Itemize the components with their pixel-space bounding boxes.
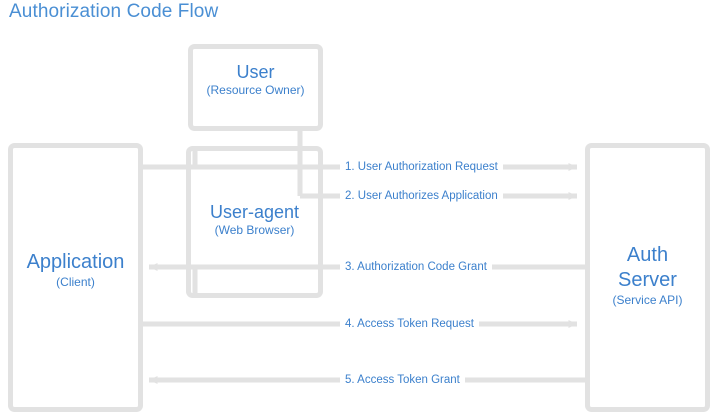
node-box-user-agent[interactable] bbox=[186, 146, 323, 298]
page-title: Authorization Code Flow bbox=[9, 1, 219, 22]
edge-label-3: 3. Authorization Code Grant bbox=[340, 260, 492, 274]
node-box-application[interactable] bbox=[8, 143, 143, 412]
edge-label-5: 5. Access Token Grant bbox=[340, 373, 465, 387]
node-box-auth-server[interactable] bbox=[585, 143, 710, 412]
node-box-user[interactable] bbox=[188, 44, 323, 131]
edge-label-1: 1. User Authorization Request bbox=[340, 160, 503, 174]
edge-label-4: 4. Access Token Request bbox=[340, 317, 479, 331]
edge-label-2: 2. User Authorizes Application bbox=[340, 189, 503, 203]
